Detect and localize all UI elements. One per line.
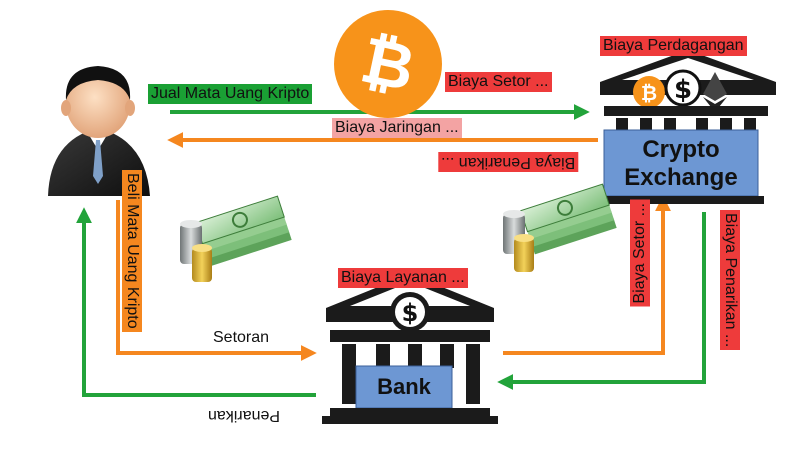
withdraw-fee-label-top: Biaya Penarikan ... (438, 152, 579, 172)
withdraw-fee-label-right: Biaya Penarikan ... (720, 210, 740, 351)
bitcoin-icon: ₿ (334, 10, 442, 118)
withdraw-arrow (76, 207, 316, 397)
service-fee-label: Biaya Layanan ... (338, 268, 468, 288)
svg-text:₿: ₿ (641, 81, 657, 105)
exchange-label-line1: Crypto (642, 136, 720, 163)
network-fee-label: Biaya Jaringan ... (332, 118, 462, 138)
exchange-to-bank-arrow (497, 212, 706, 390)
exchange-icon: ₿ $ (598, 50, 776, 204)
svg-text:$: $ (674, 75, 692, 105)
trading-fee-label: Biaya Perdagangan (600, 36, 747, 56)
sell-label: Jual Mata Uang Kripto (148, 84, 313, 104)
withdraw-label: Penarikan (208, 407, 281, 424)
deposit-label: Setoran (213, 329, 270, 346)
buy-label: Beli Mata Uang Kripto (122, 170, 142, 332)
deposit-fee-label-right: Biaya Setor ... (630, 200, 650, 307)
person-icon (48, 66, 150, 196)
money-icon (180, 195, 292, 282)
bank-to-exchange-arrow (503, 195, 671, 355)
deposit-fee-label: Biaya Setor ... (445, 72, 552, 92)
bank-icon: $ (322, 274, 498, 424)
bank-label: Bank (377, 374, 431, 399)
exchange-label-line2: Exchange (624, 164, 738, 191)
money-icon-2 (503, 183, 617, 272)
deposit-arrow (116, 200, 317, 361)
dollar-icon: $ (402, 299, 419, 327)
